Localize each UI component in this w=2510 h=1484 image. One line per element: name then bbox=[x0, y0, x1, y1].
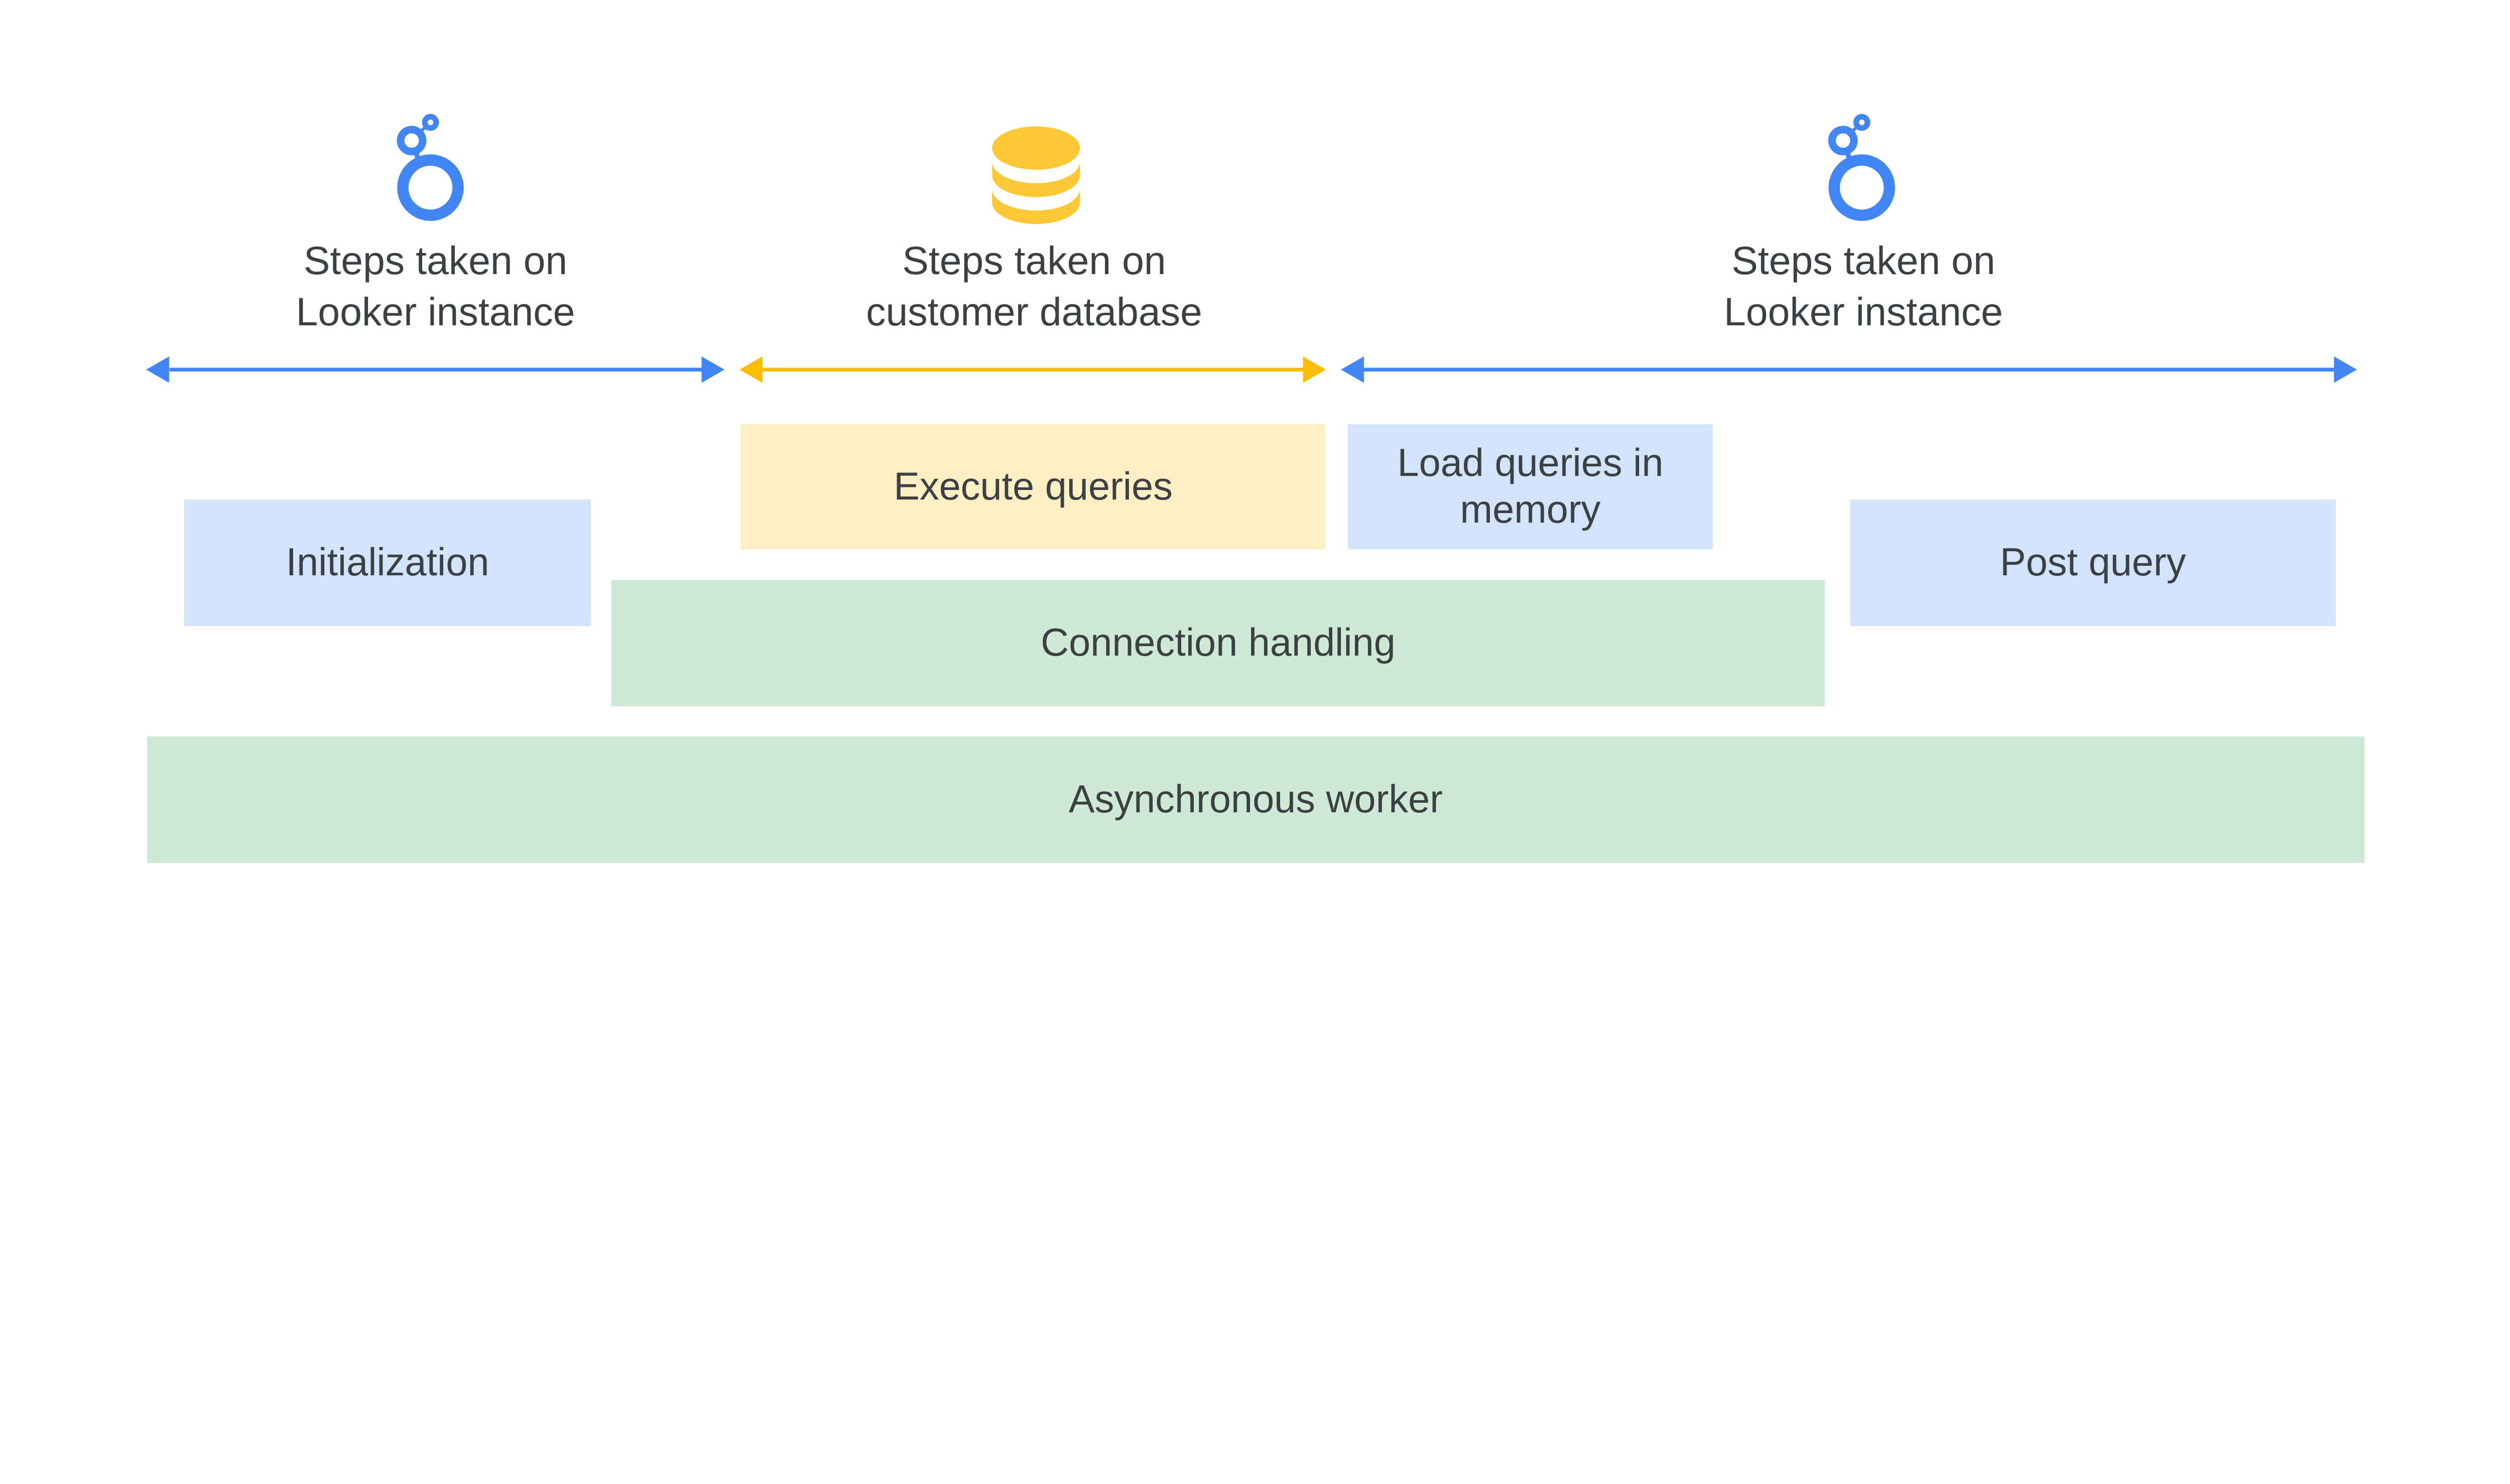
box-label: Execute queries bbox=[894, 464, 1173, 508]
box-label: Initialization bbox=[286, 541, 489, 584]
box-label: Load queries in memory bbox=[1397, 441, 1664, 532]
load-queries-box: Load queries in memory bbox=[1348, 424, 1713, 549]
connection-handling-box: Connection handling bbox=[611, 579, 1825, 706]
double-arrow-looker-right bbox=[1341, 356, 2357, 383]
looker-logo-icon bbox=[397, 113, 464, 221]
post-query-box: Post query bbox=[1850, 500, 2336, 626]
database-icon bbox=[992, 126, 1080, 224]
section-header-looker-right: Steps taken on Looker instance bbox=[1644, 235, 2083, 338]
header-line: Looker instance bbox=[296, 289, 575, 334]
box-label: Connection handling bbox=[1041, 621, 1396, 664]
diagram-graphics bbox=[146, 113, 2357, 383]
initialization-box: Initialization bbox=[184, 500, 591, 626]
execute-queries-box: Execute queries bbox=[741, 424, 1325, 549]
section-header-database: Steps taken on customer database bbox=[815, 235, 1254, 338]
header-line: Looker instance bbox=[1724, 289, 2003, 334]
box-label: Asynchronous worker bbox=[1068, 778, 1443, 821]
header-line: customer database bbox=[866, 289, 1202, 334]
header-line: Steps taken on bbox=[303, 238, 568, 283]
double-arrow-database bbox=[739, 356, 1326, 383]
header-line: Steps taken on bbox=[1731, 238, 1995, 283]
header-line: Steps taken on bbox=[902, 238, 1166, 283]
looker-logo-icon bbox=[1828, 113, 1895, 221]
double-arrow-looker-left bbox=[146, 356, 725, 383]
asynchronous-worker-box: Asynchronous worker bbox=[147, 736, 2364, 863]
section-header-looker-left: Steps taken on Looker instance bbox=[216, 235, 655, 338]
box-label: Post query bbox=[2000, 541, 2186, 584]
